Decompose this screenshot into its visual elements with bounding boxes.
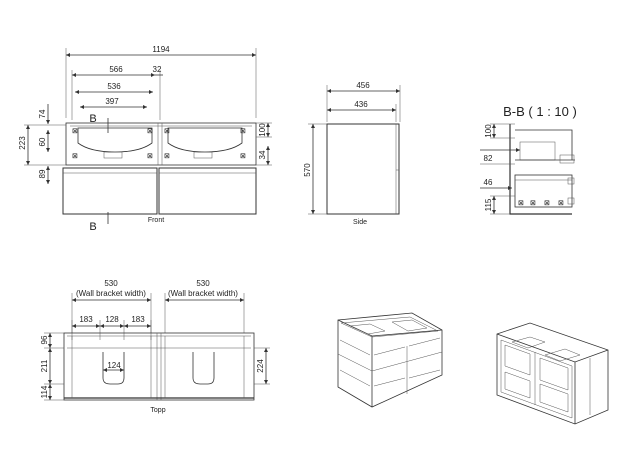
- dim-bb-46: 46: [484, 178, 493, 187]
- svg-text:⊠: ⊠: [240, 153, 246, 160]
- svg-text:⊠: ⊠: [147, 128, 153, 135]
- iso-open-view: [496, 322, 609, 425]
- svg-text:⊠: ⊠: [240, 128, 246, 135]
- svg-text:⊠: ⊠: [558, 200, 564, 207]
- svg-text:⊠: ⊠: [72, 153, 78, 160]
- svg-text:⊠: ⊠: [544, 200, 550, 207]
- dim-bb-82: 82: [484, 154, 493, 163]
- dim-top-128: 128: [105, 315, 119, 324]
- section-title: B-B ( 1 : 10 ): [503, 104, 577, 119]
- dim-right-bottom: 34: [258, 150, 267, 159]
- dim-inner-span: 536: [107, 82, 121, 91]
- svg-text:⊠: ⊠: [530, 200, 536, 207]
- dim-depth-inner: 436: [354, 100, 368, 109]
- dim-overall-width: 1194: [152, 45, 170, 54]
- section-bb: B-B ( 1 : 10 ) ⊠ ⊠ ⊠ ⊠ 100 82 46 115: [480, 104, 577, 215]
- dim-side-height: 570: [303, 163, 312, 177]
- front-view: 1194 566 32 536 397 B ⊠ ⊠ ⊠ ⊠ ⊠ ⊠ ⊠ ⊠: [18, 45, 272, 233]
- left-bracket-value: 530: [104, 279, 118, 288]
- front-caption: Front: [148, 217, 164, 224]
- svg-text:⊠: ⊠: [518, 200, 524, 207]
- svg-text:⊠: ⊠: [164, 128, 170, 135]
- dim-bb-100: 100: [484, 124, 493, 138]
- dim-top-offset: 74: [38, 109, 47, 118]
- section-mark-top: B: [89, 113, 96, 125]
- left-bracket-label: (Wall bracket width): [76, 289, 146, 298]
- dim-top-114: 114: [40, 385, 49, 398]
- dim-top-183-right: 183: [131, 315, 145, 324]
- dim-basin-span: 566: [109, 65, 123, 74]
- dim-top-124: 124: [107, 361, 121, 370]
- dim-top-96: 96: [40, 335, 49, 344]
- top-caption: Topp: [150, 407, 165, 414]
- dim-bowl-width: 397: [105, 97, 119, 106]
- dim-top-224: 224: [256, 359, 265, 373]
- side-caption: Side: [353, 219, 367, 226]
- dim-mid-height: 60: [38, 137, 47, 146]
- svg-text:⊠: ⊠: [72, 128, 78, 135]
- side-view: 456 436 570 Side: [303, 81, 401, 226]
- dim-depth-outer: 456: [356, 81, 370, 90]
- dim-upper-height: 223: [18, 136, 27, 150]
- dim-top-183-left: 183: [79, 315, 93, 324]
- dim-lower-height: 89: [38, 169, 47, 178]
- dim-right-top: 100: [258, 123, 267, 137]
- dim-side-gap: 32: [153, 65, 162, 74]
- svg-text:⊠: ⊠: [147, 153, 153, 160]
- iso-closed-view: [337, 312, 443, 408]
- svg-text:⊠: ⊠: [164, 153, 170, 160]
- dim-top-211: 211: [40, 359, 49, 372]
- right-bracket-value: 530: [196, 279, 210, 288]
- dim-bb-115: 115: [484, 198, 493, 211]
- top-view: 530 (Wall bracket width) 530 (Wall brack…: [40, 279, 270, 414]
- right-bracket-label: (Wall bracket width): [168, 289, 238, 298]
- section-mark-bottom: B: [89, 221, 96, 233]
